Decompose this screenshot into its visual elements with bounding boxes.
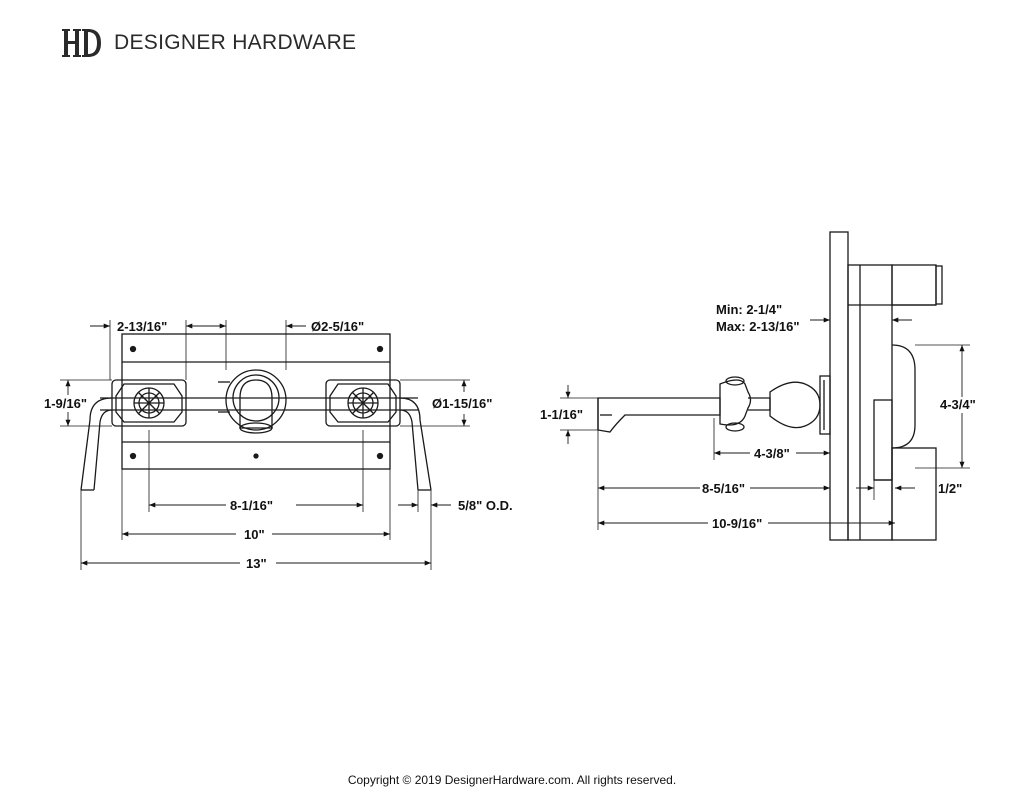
left-handle xyxy=(111,379,187,427)
dim-handle-height: 1-9/16" xyxy=(44,396,87,411)
dim-pipe-od: 5/8" O.D. xyxy=(458,498,513,513)
brand-name: DESIGNER HARDWARE xyxy=(114,31,357,54)
dim-handle-flange-dia: Ø1-15/16" xyxy=(432,396,492,411)
dim-overall-width: 13" xyxy=(246,556,267,571)
front-view-labels: 2-13/16" Ø2-5/16" 1-9/16" Ø1-15/16" 8-1/… xyxy=(44,319,513,571)
valve-body xyxy=(847,264,943,541)
spout-front xyxy=(218,369,287,434)
dim-spout-reach: 8-5/16" xyxy=(702,481,745,496)
dim-handle-offset: 2-13/16" xyxy=(117,319,167,334)
dim-spout-flange-dia: Ø2-5/16" xyxy=(311,319,364,334)
copyright-text: Copyright © 2019 DesignerHardware.com. A… xyxy=(347,773,677,787)
wall-plate xyxy=(829,231,849,541)
dim-wall-depth-min: Min: 2-1/4" xyxy=(716,302,782,317)
dim-valve-height: 4-3/4" xyxy=(940,397,976,412)
dim-valve-offset: 1/2" xyxy=(938,481,962,496)
brand-header: DESIGNER HARDWARE xyxy=(62,26,356,60)
dim-wall-depth-max: Max: 2-13/16" xyxy=(716,319,799,334)
dim-overall-depth: 10-9/16" xyxy=(712,516,762,531)
side-view-labels: Min: 2-1/4" Max: 2-13/16" 1-1/16" 4-3/8"… xyxy=(540,302,986,531)
dim-handle-spacing: 8-1/16" xyxy=(230,498,273,513)
spout-side xyxy=(597,375,831,435)
dim-spout-height: 1-1/16" xyxy=(540,407,583,422)
hd-monogram-icon xyxy=(62,29,101,57)
right-handle xyxy=(325,379,401,427)
side-view xyxy=(560,231,970,541)
mounting-plate xyxy=(121,333,391,470)
right-pipe xyxy=(399,397,432,491)
left-pipe xyxy=(80,397,113,491)
dim-plate-width: 10" xyxy=(244,527,265,542)
dim-spout-body: 4-3/8" xyxy=(754,446,790,461)
